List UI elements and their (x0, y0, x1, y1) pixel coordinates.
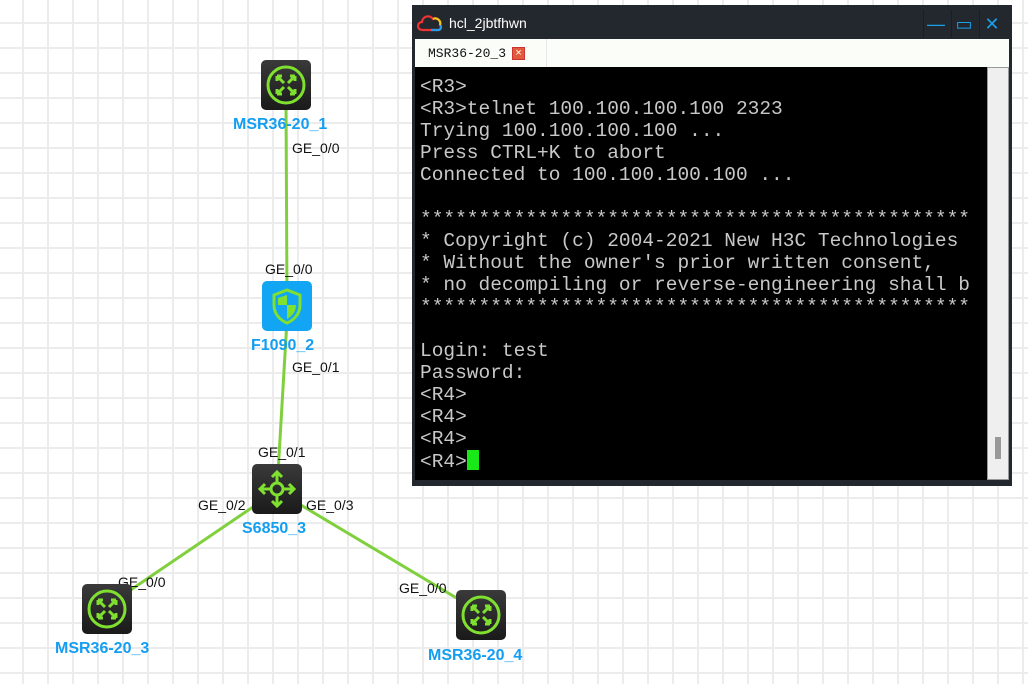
device-name[interactable]: MSR36-20_1 (233, 116, 328, 133)
window-title: hcl_2jbtfhwn (449, 14, 527, 31)
terminal-line-text: ****************************************… (420, 296, 970, 318)
terminal-line-text: <R3>telnet 100.100.100.100 2323 (420, 98, 783, 120)
port-label: GE_0/0 (265, 261, 313, 277)
tab-msr36-20-3[interactable]: MSR36-20_3 × (415, 39, 547, 67)
terminal-line: <R3> (420, 76, 987, 98)
terminal-line-text: Trying 100.100.100.100 ... (420, 120, 725, 142)
device-name[interactable]: F1090_2 (251, 337, 315, 354)
terminal-line: Password: (420, 362, 987, 384)
router-device[interactable] (82, 584, 132, 634)
port-label: GE_0/2 (198, 497, 246, 513)
terminal-line: * Copyright (c) 2004-2021 New H3C Techno… (420, 230, 987, 252)
terminal-line-text: Connected to 100.100.100.100 ... (420, 164, 795, 186)
terminal-window[interactable]: hcl_2jbtfhwn — ▭ ✕ MSR36-20_3 × <R3><R3>t… (412, 5, 1012, 486)
terminal-line-text: <R4> (420, 406, 467, 428)
scrollbar-thumb[interactable] (995, 437, 1001, 459)
terminal-line: <R4> (420, 406, 987, 428)
title-bar[interactable]: hcl_2jbtfhwn (413, 6, 1011, 39)
terminal-line: Connected to 100.100.100.100 ... (420, 164, 987, 186)
terminal-line: * Without the owner's prior written cons… (420, 252, 987, 274)
device-name[interactable]: MSR36-20_3 (55, 640, 150, 657)
cloud-logo-icon (417, 14, 443, 31)
maximize-button[interactable]: ▭ (951, 10, 976, 38)
terminal-line-text: ****************************************… (420, 208, 970, 230)
terminal-line: <R4> (420, 384, 987, 406)
terminal-line-text: Password: (420, 362, 526, 384)
terminal-line: Press CTRL+K to abort (420, 142, 987, 164)
terminal-line: <R3>telnet 100.100.100.100 2323 (420, 98, 987, 120)
link-sw-r4 (278, 490, 481, 614)
port-label: GE_0/0 (292, 140, 340, 156)
terminal-line: <R4> (420, 428, 987, 450)
port-label: GE_0/0 (399, 580, 447, 596)
port-label: GE_0/3 (306, 497, 354, 513)
terminal-line: ****************************************… (420, 296, 987, 318)
terminal-line-text: * no decompiling or reverse-engineering … (420, 274, 970, 296)
switch-device[interactable] (252, 464, 302, 514)
terminal-line-text: <R4> (420, 384, 467, 406)
terminal-line-text: Press CTRL+K to abort (420, 142, 666, 164)
terminal-line-text: <R4> (420, 451, 467, 473)
cursor (466, 450, 479, 470)
terminal-line (420, 318, 987, 340)
terminal-line: Login: test (420, 340, 987, 362)
terminal-line: ****************************************… (420, 208, 987, 230)
switch-icon (257, 469, 297, 509)
terminal-line: * no decompiling or reverse-engineering … (420, 274, 987, 296)
terminal-line (420, 186, 987, 208)
link-fw-sw (275, 319, 289, 491)
terminal-line: Trying 100.100.100.100 ... (420, 120, 987, 142)
router-device[interactable] (456, 590, 506, 640)
tab-close-icon[interactable]: × (512, 46, 526, 60)
tab-label: MSR36-20_3 (428, 45, 507, 61)
router-device[interactable] (261, 60, 311, 110)
shield-icon (272, 288, 302, 325)
close-button[interactable]: ✕ (979, 10, 1004, 38)
port-label: GE_0/1 (292, 359, 340, 375)
terminal-line-text: <R3> (420, 76, 467, 98)
terminal-line-text: * Copyright (c) 2004-2021 New H3C Techno… (420, 230, 959, 252)
link-r1-fw (284, 99, 289, 301)
terminal-line: <R4> (420, 450, 987, 473)
device-name[interactable]: S6850_3 (242, 520, 307, 537)
port-label: GE_0/1 (258, 444, 306, 460)
firewall-device[interactable] (262, 281, 312, 331)
router-icon (87, 589, 127, 629)
router-icon (266, 65, 306, 105)
link-sw-r3 (106, 490, 276, 608)
terminal-line-text: <R4> (420, 428, 467, 450)
tab-strip: MSR36-20_3 × (415, 39, 1009, 67)
terminal-line-text: * Without the owner's prior written cons… (420, 252, 935, 274)
minimize-button[interactable]: — (923, 10, 948, 38)
terminal-line-text: Login: test (420, 340, 549, 362)
router-icon (461, 595, 501, 635)
device-name[interactable]: MSR36-20_4 (428, 647, 523, 664)
scrollbar[interactable] (987, 67, 1009, 480)
